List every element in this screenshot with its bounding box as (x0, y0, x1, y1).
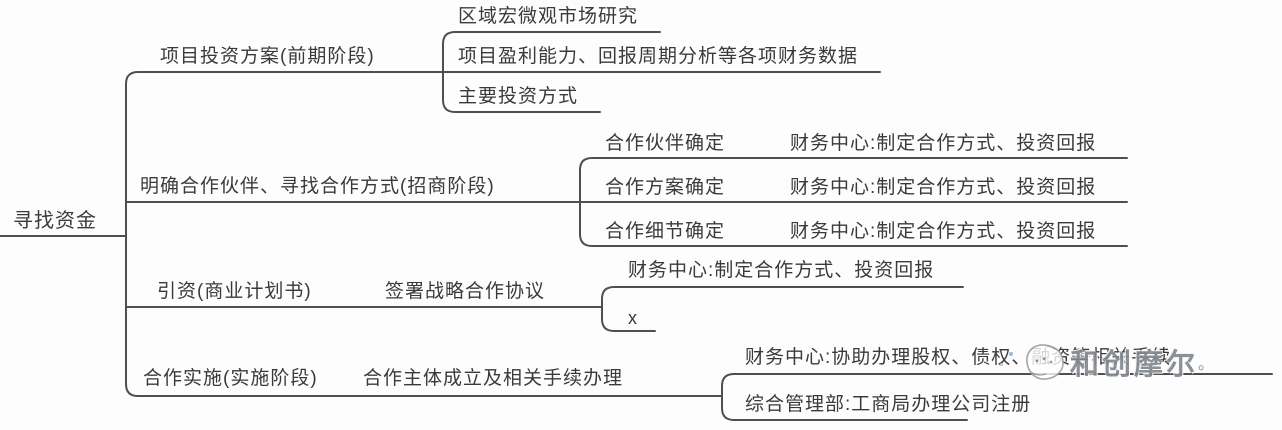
detail-detail-confirm: 财务中心:制定合作方式、投资回报 (790, 221, 1097, 242)
watermark-suffix: 。 (1198, 356, 1215, 373)
sub-entity-establishment: 合作主体成立及相关手续办理 (363, 368, 624, 389)
root-node: 寻找资金 (13, 210, 97, 232)
leaf-detail-confirm: 合作细节确定 (605, 221, 726, 242)
leaf-investment-method: 主要投资方式 (458, 86, 579, 107)
watermark-text: 和创摩尔 (1070, 349, 1199, 381)
branch-partner-search: 明确合作伙伴、寻找合作方式(招商阶段) (140, 176, 495, 197)
leaf-partner-confirm: 合作伙伴确定 (605, 133, 726, 154)
detail-plan-confirm: 财务中心:制定合作方式、投资回报 (790, 177, 1097, 198)
watermark-speck (1009, 352, 1013, 356)
watermark-speck (1000, 363, 1003, 366)
sub-strategic-agreement: 签署战略合作协议 (385, 281, 546, 302)
leaf-finance-center-b4: 财务中心:协助办理股权、债权、融资等相关手续 (745, 347, 1172, 368)
leaf-financial-data: 项目盈利能力、回报周期分析等各项财务数据 (458, 46, 859, 67)
leaf-market-research: 区域宏微观市场研究 (458, 6, 639, 27)
branch-investment-plan: 项目投资方案(前期阶段) (160, 46, 375, 67)
detail-partner-confirm: 财务中心:制定合作方式、投资回报 (790, 133, 1097, 154)
leaf-plan-confirm: 合作方案确定 (605, 177, 726, 198)
leaf-finance-center-b3: 财务中心:制定合作方式、投资回报 (628, 260, 935, 281)
branch-fund-introduction: 引资(商业计划书) (157, 281, 312, 302)
leaf-x-placeholder: x (628, 308, 638, 328)
scribble-circle-logo (1026, 344, 1064, 380)
leaf-admin-registration: 综合管理部:工商局办理公司注册 (745, 394, 1032, 415)
watermark: 和创摩尔。 (1022, 341, 1214, 383)
branch-cooperation-implementation: 合作实施(实施阶段) (143, 368, 318, 389)
